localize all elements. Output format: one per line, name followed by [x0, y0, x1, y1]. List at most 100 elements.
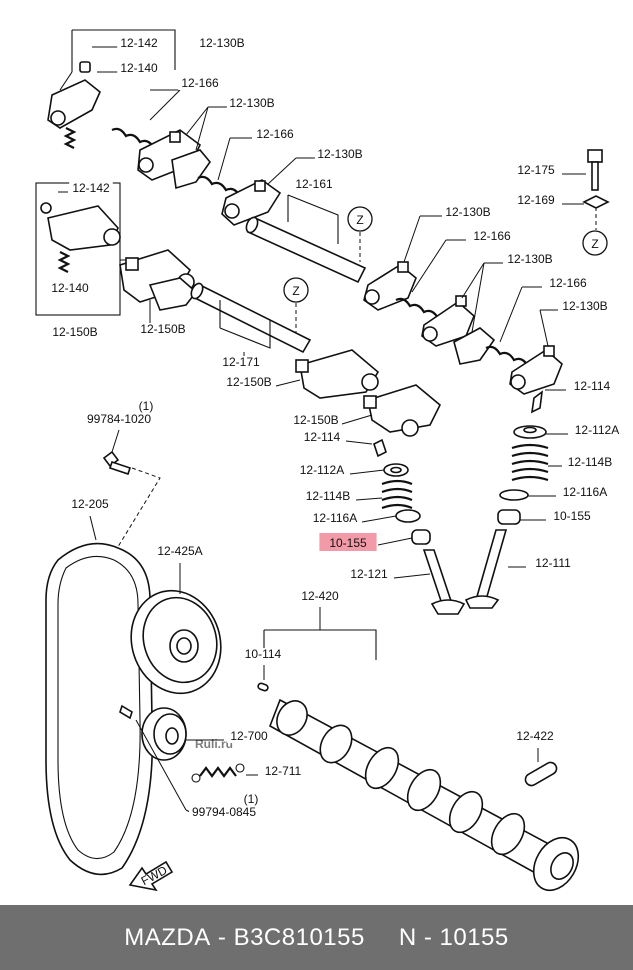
callout-label-bg — [314, 148, 366, 161]
callout-label-bg — [261, 765, 305, 778]
callout-label-bg — [550, 510, 594, 523]
callout-label-bg — [189, 806, 259, 819]
callout-label: 12-700 — [230, 729, 268, 743]
callout-label: 12-166 — [181, 76, 219, 90]
callout-label-bg — [227, 730, 271, 743]
callout-label: 12-130B — [199, 36, 244, 50]
rocker-shaft-upper — [245, 194, 367, 284]
callout-label: 12-130B — [317, 147, 362, 161]
callout-label-bg — [514, 194, 558, 207]
callout-label: 12-150B — [140, 322, 185, 336]
rocker-arm-pair-middle-left — [119, 249, 198, 333]
callout-label: 12-112A — [575, 423, 619, 437]
callout-label-bg — [117, 37, 161, 50]
callout-label-bg — [290, 414, 342, 427]
callout-label-bg — [69, 182, 113, 195]
callout-label-bg — [309, 512, 361, 525]
callout-label-bg — [513, 730, 557, 743]
callout-label-bg — [49, 326, 101, 339]
cam-pulley — [130, 563, 222, 695]
callout-label: 12-205 — [71, 497, 109, 511]
valve-assembly-left — [345, 438, 466, 615]
callout-label: 12-114B — [568, 455, 612, 469]
valve-keys-right — [530, 389, 566, 414]
callout-label: 12-420 — [301, 589, 339, 603]
callout-label-bg — [570, 380, 614, 393]
footer-code-number: 10155 — [439, 923, 509, 951]
z-marker-circle — [347, 206, 373, 232]
z-marker-circle — [283, 277, 309, 303]
callout-label-bg — [470, 230, 514, 243]
callout-label-bg — [347, 568, 391, 581]
callout-label: 10-114 — [245, 647, 282, 661]
callout-label: 12-140 — [120, 61, 158, 75]
oil-seal — [524, 748, 558, 787]
callout-label: 12-150B — [52, 325, 97, 339]
callout-label: 12-116A — [563, 485, 607, 499]
callout-label: 12-711 — [265, 764, 302, 778]
footer-code-prefix: N — [398, 923, 417, 951]
callout-label: 12-130B — [445, 205, 490, 219]
rocker-arm-pair-middle-right — [275, 349, 441, 437]
callout-label: 12-112A — [300, 463, 344, 477]
callout-label-bg — [219, 356, 263, 369]
bolt-99784 — [102, 429, 161, 569]
rocker-shaft-lower — [190, 282, 312, 360]
callout-label: 12-116A — [313, 511, 357, 525]
callout-label: 12-171 — [222, 355, 260, 369]
callout-label-bg — [84, 413, 154, 426]
callout-label-bg — [239, 793, 263, 806]
callout-label: 99784-1020 — [87, 412, 151, 426]
callout-label-bg — [178, 77, 222, 90]
callout-label: 12-161 — [295, 177, 333, 191]
callout-label: 12-114 — [574, 379, 611, 393]
callout-label-bg — [292, 178, 336, 191]
highlight-label: 10-155 — [329, 536, 367, 550]
callout-label: 12-425A — [157, 544, 202, 558]
highlight-box — [319, 533, 377, 551]
bolt-and-washer — [562, 149, 610, 209]
callout-label: 12-121 — [350, 567, 388, 581]
callout-label-bg — [302, 490, 354, 503]
tensioner-spring — [191, 763, 258, 783]
timing-belt — [45, 515, 154, 876]
callout-label-bg — [241, 648, 285, 661]
callout-label-bg — [223, 376, 275, 389]
callout-label: (1) — [244, 792, 259, 806]
footer-separator-1: - — [210, 923, 234, 951]
callout-label: 12-422 — [516, 729, 554, 743]
callout-label: 12-169 — [517, 193, 555, 207]
callout-label: 12-150B — [293, 413, 338, 427]
z-marker-letter: Z — [292, 284, 299, 298]
callout-label-bg — [296, 464, 348, 477]
callout-label-bg — [226, 97, 278, 110]
callout-label: 12-166 — [549, 276, 587, 290]
callout-label-bg — [514, 164, 558, 177]
callout-label: 12-140 — [51, 281, 89, 295]
z-marker-letter: Z — [591, 237, 598, 251]
callout-label: 12-114 — [304, 430, 341, 444]
callout-label-bg — [559, 300, 611, 313]
callout-label-bg — [298, 590, 342, 603]
callout-label-bg — [134, 400, 158, 413]
z-marker-letter: Z — [356, 213, 363, 227]
callout-label: 12-142 — [120, 36, 158, 50]
callout-label: 99794-0845 — [192, 805, 256, 819]
valve-assembly-right — [464, 425, 568, 609]
footer-part-number: B3C810155 — [233, 923, 365, 951]
callout-label: 12-114B — [306, 489, 350, 503]
callout-label: 12-150B — [226, 375, 271, 389]
forward-arrow: FWD — [128, 860, 174, 892]
callout-label-bg — [253, 128, 297, 141]
callout-label-bg — [504, 253, 556, 266]
callout-label: 12-111 — [535, 556, 571, 570]
callout-label-bg — [117, 62, 161, 75]
callout-label: 12-130B — [562, 299, 607, 313]
callout-label: 12-130B — [229, 96, 274, 110]
footer-bar: MAZDA - B3C810155 N - 10155 — [0, 905, 633, 970]
rocker-arm-top-group — [47, 29, 176, 149]
callout-label: 12-130B — [507, 252, 552, 266]
footer-brand: MAZDA — [124, 923, 211, 951]
callout-label-bg — [546, 277, 590, 290]
callout-label: 12-142 — [72, 181, 110, 195]
